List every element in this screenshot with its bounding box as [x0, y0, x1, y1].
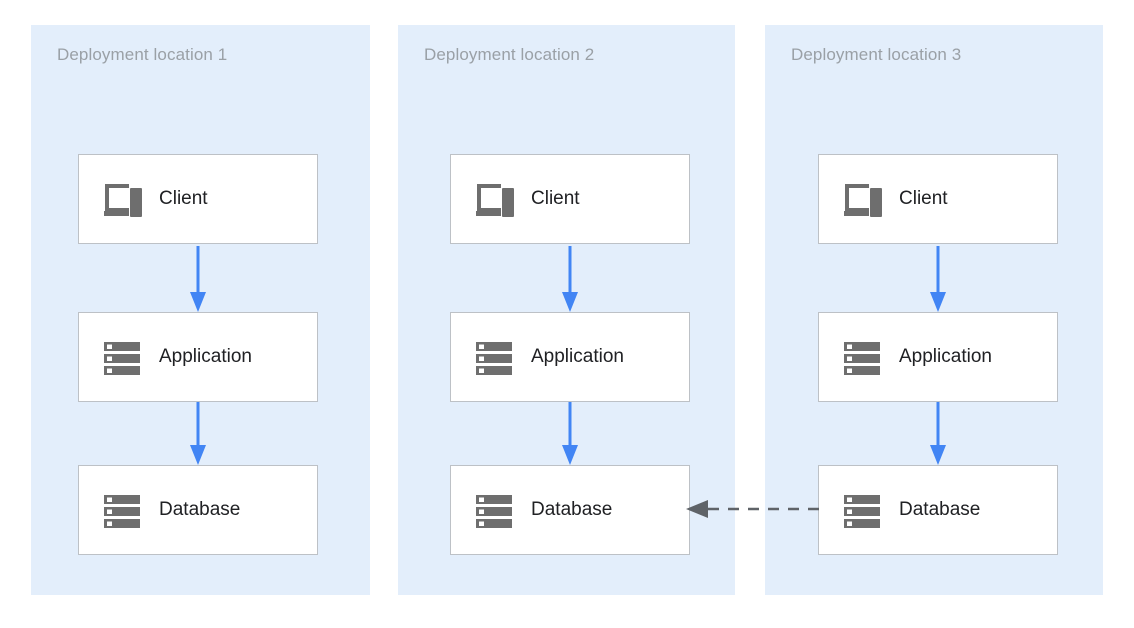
connector-database-3-to-database-2 [686, 498, 819, 520]
panel-title-location-2: Deployment location 2 [424, 45, 595, 64]
node-database-3[interactable]: Database [818, 465, 1058, 555]
panel-title-location-1: Deployment location 1 [57, 45, 228, 64]
server-icon [473, 489, 515, 531]
devices-icon [473, 178, 515, 220]
node-label-client-2: Client [531, 188, 580, 209]
server-icon [101, 489, 143, 531]
node-label-database-1: Database [159, 499, 241, 520]
connector-app-1-to-database-1 [187, 402, 209, 465]
devices-icon [841, 178, 883, 220]
connector-app-3-to-database-3 [927, 402, 949, 465]
node-label-application-2: Application [531, 346, 624, 367]
node-application-1[interactable]: Application [78, 312, 318, 402]
node-client-3[interactable]: Client [818, 154, 1058, 244]
node-client-2[interactable]: Client [450, 154, 690, 244]
node-database-1[interactable]: Database [78, 465, 318, 555]
node-label-application-3: Application [899, 346, 992, 367]
node-label-client-3: Client [899, 188, 948, 209]
server-icon [473, 336, 515, 378]
connector-client-1-to-app-1 [187, 246, 209, 312]
connector-client-2-to-app-2 [559, 246, 581, 312]
node-application-2[interactable]: Application [450, 312, 690, 402]
panel-title-location-3: Deployment location 3 [791, 45, 962, 64]
node-client-1[interactable]: Client [78, 154, 318, 244]
node-label-client-1: Client [159, 188, 208, 209]
server-icon [841, 336, 883, 378]
node-label-database-2: Database [531, 499, 613, 520]
devices-icon [101, 178, 143, 220]
node-application-3[interactable]: Application [818, 312, 1058, 402]
connector-client-3-to-app-3 [927, 246, 949, 312]
node-label-database-3: Database [899, 499, 981, 520]
connector-app-2-to-database-2 [559, 402, 581, 465]
server-icon [101, 336, 143, 378]
node-label-application-1: Application [159, 346, 252, 367]
server-icon [841, 489, 883, 531]
node-database-2[interactable]: Database [450, 465, 690, 555]
